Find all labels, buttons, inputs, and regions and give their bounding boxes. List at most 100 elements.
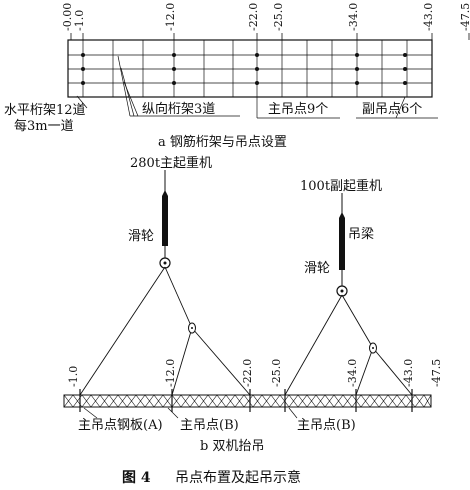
elevation-station-label: -34.0 [346, 359, 359, 387]
lifting-point-dot [255, 53, 259, 57]
aux-points-label: 副吊点6个 [362, 102, 422, 117]
lifting-point-dot [403, 67, 407, 71]
lifting-point-dot [403, 81, 407, 85]
truss-brace [216, 394, 227, 408]
sheave-label-left: 滑轮 [128, 229, 154, 244]
pulley-right-pin [372, 347, 374, 349]
truss-brace [261, 394, 272, 408]
truss-brace [171, 394, 182, 408]
truss-brace [81, 394, 92, 408]
lifting-point-dot [355, 67, 359, 71]
horizontal-truss-label: 水平桁架12道 [4, 103, 86, 118]
elevation-station-label: -1.0 [67, 366, 80, 387]
truss-brace [225, 394, 236, 408]
lifting-point-dot [355, 81, 359, 85]
lifting-point-dot [255, 67, 259, 71]
truss-brace [315, 394, 326, 408]
truss-brace [270, 394, 281, 408]
plan-station-label: -25.0 [272, 3, 285, 31]
aux-crane-label: 100t副起重机 [300, 178, 382, 194]
truss-brace [189, 394, 200, 408]
plan-station-label: -43.0 [422, 3, 435, 31]
truss-brace [396, 394, 407, 408]
part-b-caption: b 双机抬吊 [200, 439, 264, 454]
label-a: 主吊点钢板(A) [78, 418, 163, 433]
sheave-label-right: 滑轮 [304, 261, 330, 276]
truss-brace [306, 394, 317, 408]
truss-brace [297, 394, 308, 408]
plan-station-labels: -0.00 -1.0 -12.0 -22.0 -25.0 -34.0 -43.0… [61, 3, 470, 31]
main-crane-label: 280t主起重机 [130, 155, 212, 171]
truss-brace [252, 394, 263, 408]
truss-brace [180, 394, 191, 408]
truss-brace [117, 394, 128, 408]
truss-brace [63, 394, 74, 408]
truss-brace [198, 394, 209, 408]
figure-number: 图 4 [122, 470, 151, 486]
pulley-left-pin [191, 327, 193, 329]
plan-station-label: -22.0 [247, 3, 260, 31]
truss-brace [135, 394, 146, 408]
lifting-point-dots [81, 53, 407, 85]
sheave-right-icon [336, 285, 348, 297]
main-points-label: 主吊点9个 [268, 102, 328, 117]
truss-brace [90, 394, 101, 408]
horizontal-truss-spacing-label: 每3m一道 [14, 118, 74, 134]
truss-brace [153, 394, 164, 408]
plan-outline [67, 39, 433, 98]
truss-brace [360, 394, 371, 408]
truss-brace [378, 394, 389, 408]
truss-brace [288, 394, 299, 408]
lifting-beam-label: 吊梁 [348, 227, 374, 242]
sheave-left-pin [163, 261, 167, 265]
plan-station-label: -47.5 [459, 3, 470, 31]
elevation-station-label: -22.0 [241, 359, 254, 387]
truss-brace [342, 394, 353, 408]
elevation-station-label: -43.0 [402, 359, 415, 387]
longitudinal-truss-lines [68, 54, 432, 84]
truss-brace [387, 394, 398, 408]
truss-brace [423, 394, 432, 408]
label-b-left: 主吊点(B) [180, 418, 239, 433]
truss-brace [324, 394, 335, 408]
elevation-station-label: -12.0 [164, 359, 177, 387]
elevation-station-label: -47.5 [430, 359, 443, 387]
lifting-view: 280t主起重机 滑轮 100t副起重机 吊梁 滑轮 [63, 155, 443, 454]
lifting-point-dot [403, 53, 407, 57]
lifting-point-dot [81, 53, 85, 57]
bottom-leaders [83, 407, 298, 419]
plan-station-label: -1.0 [73, 10, 86, 31]
lifting-point-dot [172, 81, 176, 85]
truss-brace [207, 394, 218, 408]
lifting-point-dot [81, 81, 85, 85]
plan-station-label: -0.00 [61, 3, 74, 31]
aux-crane-hook [339, 193, 345, 286]
elevation-station-labels: -1.0 -12.0 -22.0 -25.0 -34.0 -43.0 -47.5 [67, 359, 443, 387]
truss-brace [405, 394, 416, 408]
plan-station-label: -34.0 [347, 3, 360, 31]
figure-title: 吊点布置及起吊示意 [175, 469, 301, 486]
truss-brace [99, 394, 110, 408]
longitudinal-truss-label: 纵向桁架3道 [142, 101, 215, 117]
elevation-station-label: -25.0 [270, 359, 283, 387]
lifting-point-dot [172, 67, 176, 71]
truss-brace [162, 394, 173, 408]
truss-beam [63, 394, 432, 408]
plan-station-label: -12.0 [164, 3, 177, 31]
part-a-caption: a 钢筋桁架与吊点设置 [158, 134, 287, 150]
truss-brace [333, 394, 344, 408]
lifting-point-dot [172, 53, 176, 57]
truss-brace [144, 394, 155, 408]
plan-view: -0.00 -1.0 -12.0 -22.0 -25.0 -34.0 -43.0… [4, 3, 470, 150]
sheave-right-pin [340, 289, 344, 293]
leader-lines [76, 55, 438, 119]
lifting-point-dot [81, 67, 85, 71]
lifting-point-dot [255, 81, 259, 85]
label-b-right: 主吊点(B) [297, 418, 356, 433]
truss-brace [234, 394, 245, 408]
truss-brace [414, 394, 425, 408]
lifting-cables [79, 266, 413, 396]
truss-brace [126, 394, 137, 408]
plan-station-ticks [70, 33, 470, 40]
